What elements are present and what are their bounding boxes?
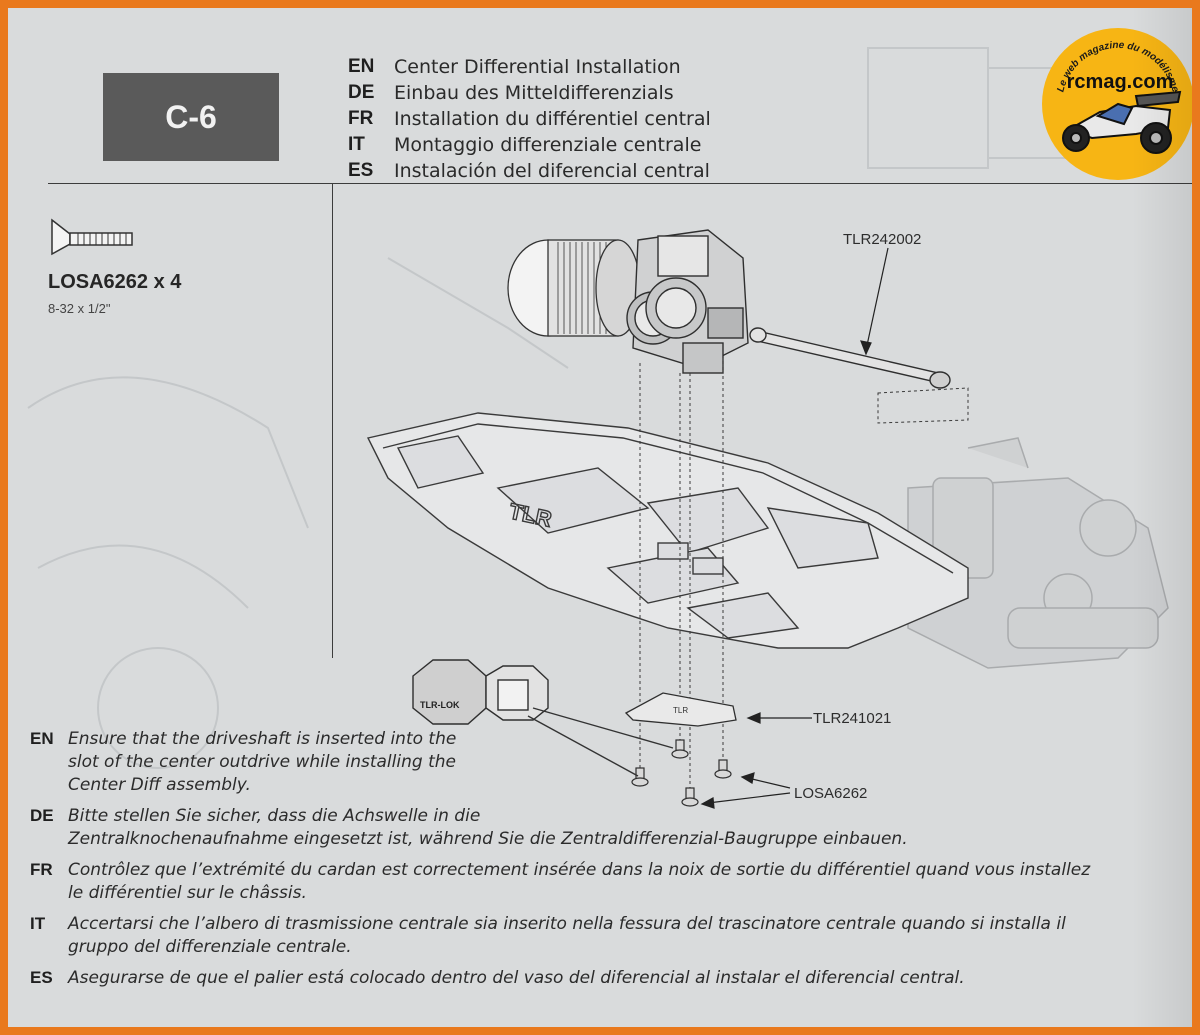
- flat-head-screw-icon: [51, 218, 133, 256]
- title-row-fr: FR Installation du différentiel central: [348, 106, 711, 132]
- note-text: Accertarsi che l’albero di trasmissione …: [68, 914, 1066, 957]
- lang-code: DE: [30, 806, 54, 825]
- callout-screw: LOSA6262: [794, 785, 867, 802]
- note-es: ES Asegurarse de que el palier está colo…: [30, 967, 1190, 990]
- lang-code: EN: [348, 56, 375, 77]
- buggy-icon: [1062, 90, 1182, 154]
- title-text: Montaggio differenziale centrale: [394, 134, 702, 156]
- note-text: Ensure that the driveshaft is inserted i…: [68, 729, 457, 795]
- notes-list: EN Ensure that the driveshaft is inserte…: [30, 728, 1190, 998]
- title-row-en: EN Center Differential Installation: [348, 54, 711, 80]
- exploded-assembly-diagram: TLR: [366, 229, 1169, 809]
- tool-label: TLR-LOK: [420, 700, 460, 710]
- svg-text:TLR: TLR: [673, 706, 688, 715]
- column-divider: [332, 184, 333, 658]
- title-row-it: IT Montaggio differenziale centrale: [348, 132, 711, 158]
- lang-code: ES: [348, 160, 374, 181]
- screw-3: [714, 759, 732, 779]
- title-row-es: ES Instalación del diferencial central: [348, 158, 711, 184]
- title-list: EN Center Differential Installation DE E…: [348, 54, 711, 184]
- rear-suspension-ghost: [907, 437, 1169, 669]
- manual-page: C-6 EN Center Differential Installation …: [8, 8, 1192, 1027]
- note-text: Asegurarse de que el palier está colocad…: [68, 968, 965, 988]
- note-text: Bitte stellen Sie sicher, dass die Achsw…: [68, 806, 908, 849]
- screw-4: [681, 787, 699, 807]
- lang-code: IT: [30, 914, 46, 933]
- install-guide-lines: [639, 358, 969, 788]
- note-de: DE Bitte stellen Sie sicher, dass die Ac…: [30, 805, 1190, 851]
- note-text: Contrôlez que l’extrémité du cardan est …: [68, 860, 1091, 903]
- part-name: LOSA6262 x 4: [48, 271, 182, 293]
- callout-leaders: [700, 247, 889, 809]
- title-row-de: DE Einbau des Mitteldifferenzials: [348, 80, 711, 106]
- motor: [507, 239, 641, 337]
- lang-code: IT: [348, 134, 365, 155]
- note-it: IT Accertarsi che l’albero di trasmissio…: [30, 913, 1190, 959]
- title-text: Installation du différentiel central: [394, 108, 711, 130]
- lang-code: FR: [30, 860, 53, 879]
- part-size: 8-32 x 1/2": [48, 301, 111, 316]
- thread-lock-bottle: TLR-LOK: [412, 659, 674, 777]
- lang-code: ES: [30, 968, 53, 987]
- center-diff-assembly: [626, 229, 749, 374]
- title-text: Einbau des Mitteldifferenzials: [394, 82, 674, 104]
- skid-plate: TLR: [624, 692, 737, 727]
- note-fr: FR Contrôlez que l’extrémité du cardan e…: [30, 859, 1190, 905]
- note-en: EN Ensure that the driveshaft is inserte…: [30, 728, 1190, 797]
- screws: [631, 739, 732, 807]
- screw-2: [631, 767, 649, 787]
- lang-code: FR: [348, 108, 374, 129]
- header-divider: [48, 183, 1192, 184]
- logo-brand: rcmag.com: [1067, 71, 1174, 93]
- step-number-box: C-6: [103, 73, 279, 161]
- driveshaft: [749, 327, 951, 389]
- title-text: Instalación del diferencial central: [394, 160, 710, 182]
- screw-1: [671, 739, 689, 759]
- lang-code: DE: [348, 82, 375, 103]
- rcmag-logo[interactable]: Le web magazine du modélisme rcmag.com: [1040, 26, 1192, 182]
- lang-code: EN: [30, 729, 54, 748]
- callout-diff: TLR242002: [843, 231, 921, 248]
- chassis-plate: TLR: [366, 412, 969, 649]
- title-text: Center Differential Installation: [394, 56, 681, 78]
- callout-plate: TLR241021: [813, 710, 891, 727]
